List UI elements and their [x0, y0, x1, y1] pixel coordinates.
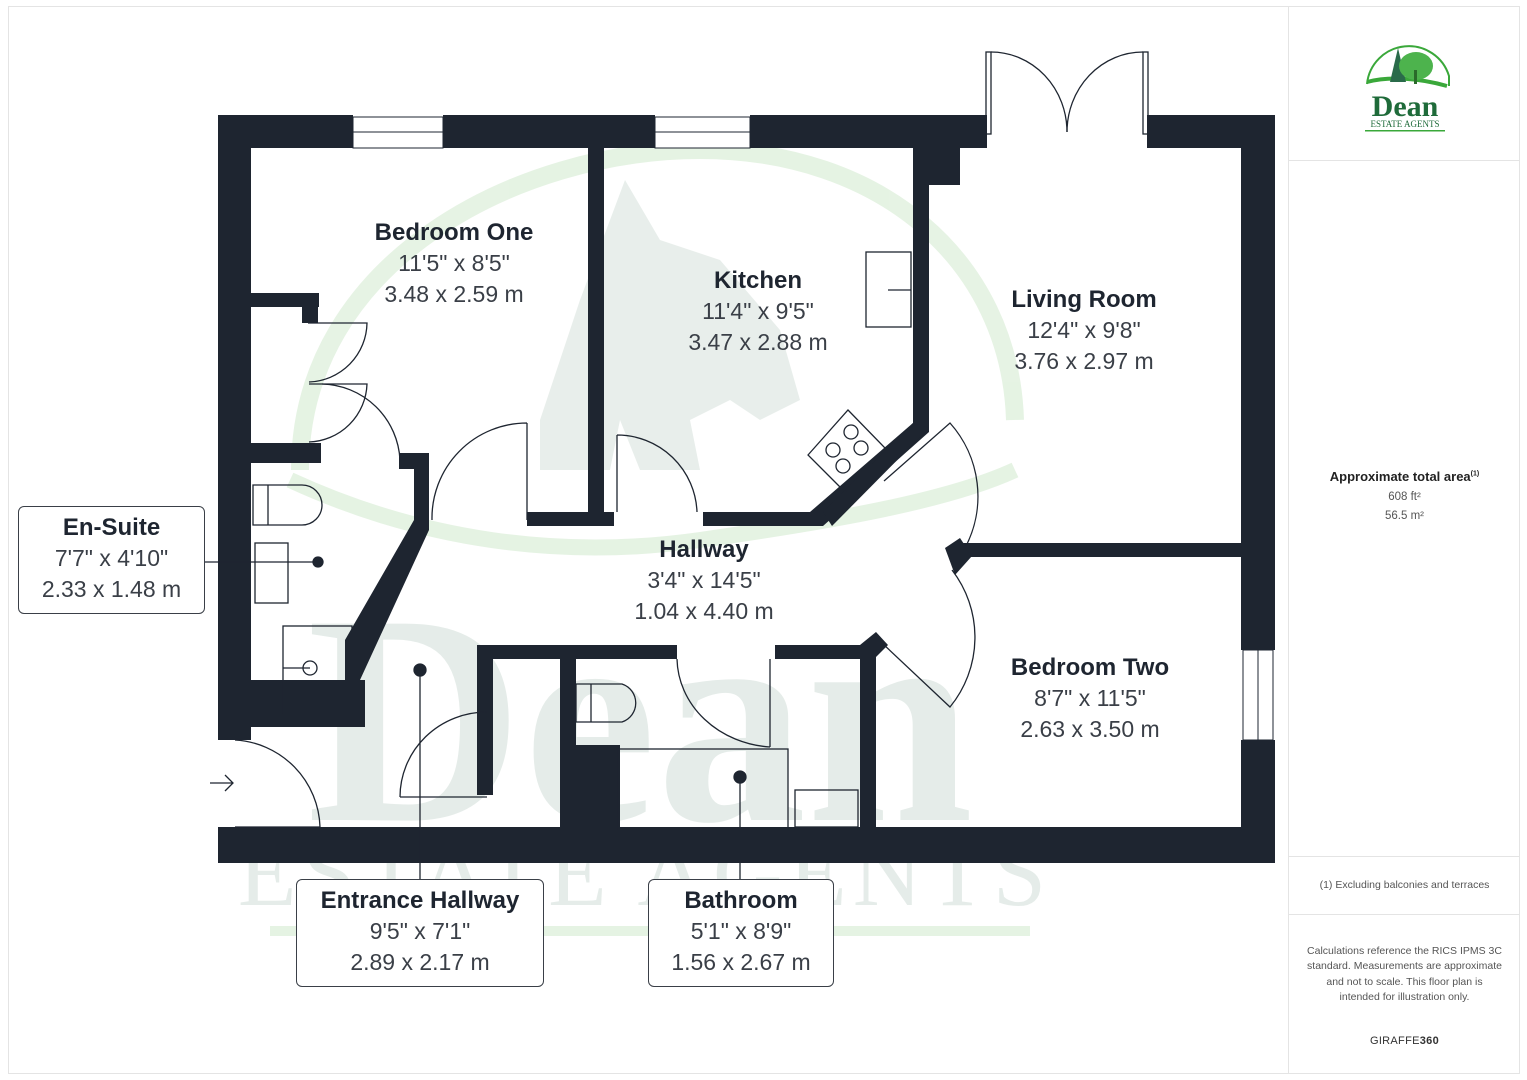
room-imperial: 7'7" x 4'10" — [54, 545, 169, 571]
room-name: Kitchen — [713, 267, 803, 294]
room-metric: 1.56 x 2.67 m — [671, 949, 811, 975]
room-metric: 3.48 x 2.59 m — [384, 281, 524, 307]
room-imperial: 12'4" x 9'8" — [1027, 317, 1141, 343]
room-metric: 2.63 x 3.50 m — [1020, 716, 1160, 742]
room-imperial: 5'1" x 8'9" — [690, 918, 792, 944]
walls — [218, 115, 1275, 863]
windows — [352, 116, 1274, 741]
room-metric: 3.76 x 2.97 m — [1014, 348, 1154, 374]
page-frame — [8, 6, 1520, 1074]
room-label-bedroom-one: Bedroom One 11'5" x 8'5" 3.48 x 2.59 m — [375, 218, 534, 310]
room-name: Living Room — [1011, 286, 1157, 313]
room-name: Hallway — [659, 536, 749, 563]
footnote-text: (1) Excluding balconies and terraces — [1319, 879, 1490, 891]
room-name: En-Suite — [62, 514, 161, 541]
logo-section: Dean ESTATE AGENTS — [1289, 6, 1520, 161]
room-imperial: 8'7" x 11'5" — [1034, 685, 1146, 711]
disclaimer-text: Calculations reference the RICS IPMS 3C … — [1307, 945, 1502, 1003]
room-name: Bathroom — [684, 887, 798, 914]
room-imperial: 3'4" x 14'5" — [647, 567, 761, 593]
room-metric: 1.04 x 4.40 m — [634, 598, 774, 624]
svg-text:Dean: Dean — [1372, 90, 1439, 123]
callout-bathroom: Bathroom 5'1" x 8'9" 1.56 x 2.67 m — [648, 879, 834, 987]
room-imperial: 9'5" x 7'1" — [369, 918, 471, 944]
room-imperial: 11'4" x 9'5" — [702, 298, 814, 324]
area-square-meters: 56.5 m² — [1385, 510, 1424, 522]
callout-en-suite: En-Suite 7'7" x 4'10" 2.33 x 1.48 m — [18, 506, 205, 614]
room-label-bedroom-two: Bedroom Two 8'7" x 11'5" 2.63 x 3.50 m — [1011, 653, 1169, 745]
footnote-section: (1) Excluding balconies and terraces — [1289, 857, 1520, 915]
floor-plan: Dean ESTATE AGENTS — [205, 51, 1275, 936]
giraffe360-credit: GIRAFFE360 — [1369, 1035, 1440, 1047]
area-section: Approximate total area(1) 608 ft² 56.5 m… — [1289, 161, 1520, 857]
room-metric: 3.47 x 2.88 m — [688, 329, 828, 355]
room-label-kitchen: Kitchen 11'4" x 9'5" 3.47 x 2.88 m — [688, 266, 827, 358]
room-metric: 2.89 x 2.17 m — [350, 949, 490, 975]
room-label-hallway: Hallway 3'4" x 14'5" 1.04 x 4.40 m — [634, 535, 773, 627]
room-imperial: 11'5" x 8'5" — [398, 250, 510, 276]
area-square-feet: 608 ft² — [1388, 491, 1421, 503]
room-name: Bedroom Two — [1010, 654, 1170, 681]
doors — [234, 51, 1149, 828]
disclaimer-section: Calculations reference the RICS IPMS 3C … — [1289, 915, 1520, 1074]
room-label-living-room: Living Room 12'4" x 9'8" 3.76 x 2.97 m — [1011, 285, 1156, 377]
room-metric: 2.33 x 1.48 m — [41, 576, 182, 602]
svg-text:ESTATE AGENTS: ESTATE AGENTS — [1370, 119, 1439, 129]
room-name: Bedroom One — [374, 219, 534, 246]
info-sidebar: Dean ESTATE AGENTS Approximate total are… — [1288, 6, 1520, 1074]
area-title: Approximate total area(1) — [1329, 469, 1480, 484]
leader-lines — [205, 556, 747, 880]
callout-entrance-hallway: Entrance Hallway 9'5" x 7'1" 2.89 x 2.17… — [296, 879, 544, 987]
entrance-arrow-icon — [210, 774, 234, 792]
dean-logo-icon: Dean ESTATE AGENTS — [1365, 45, 1450, 132]
room-name: Entrance Hallway — [320, 887, 520, 914]
fixtures — [252, 251, 912, 830]
